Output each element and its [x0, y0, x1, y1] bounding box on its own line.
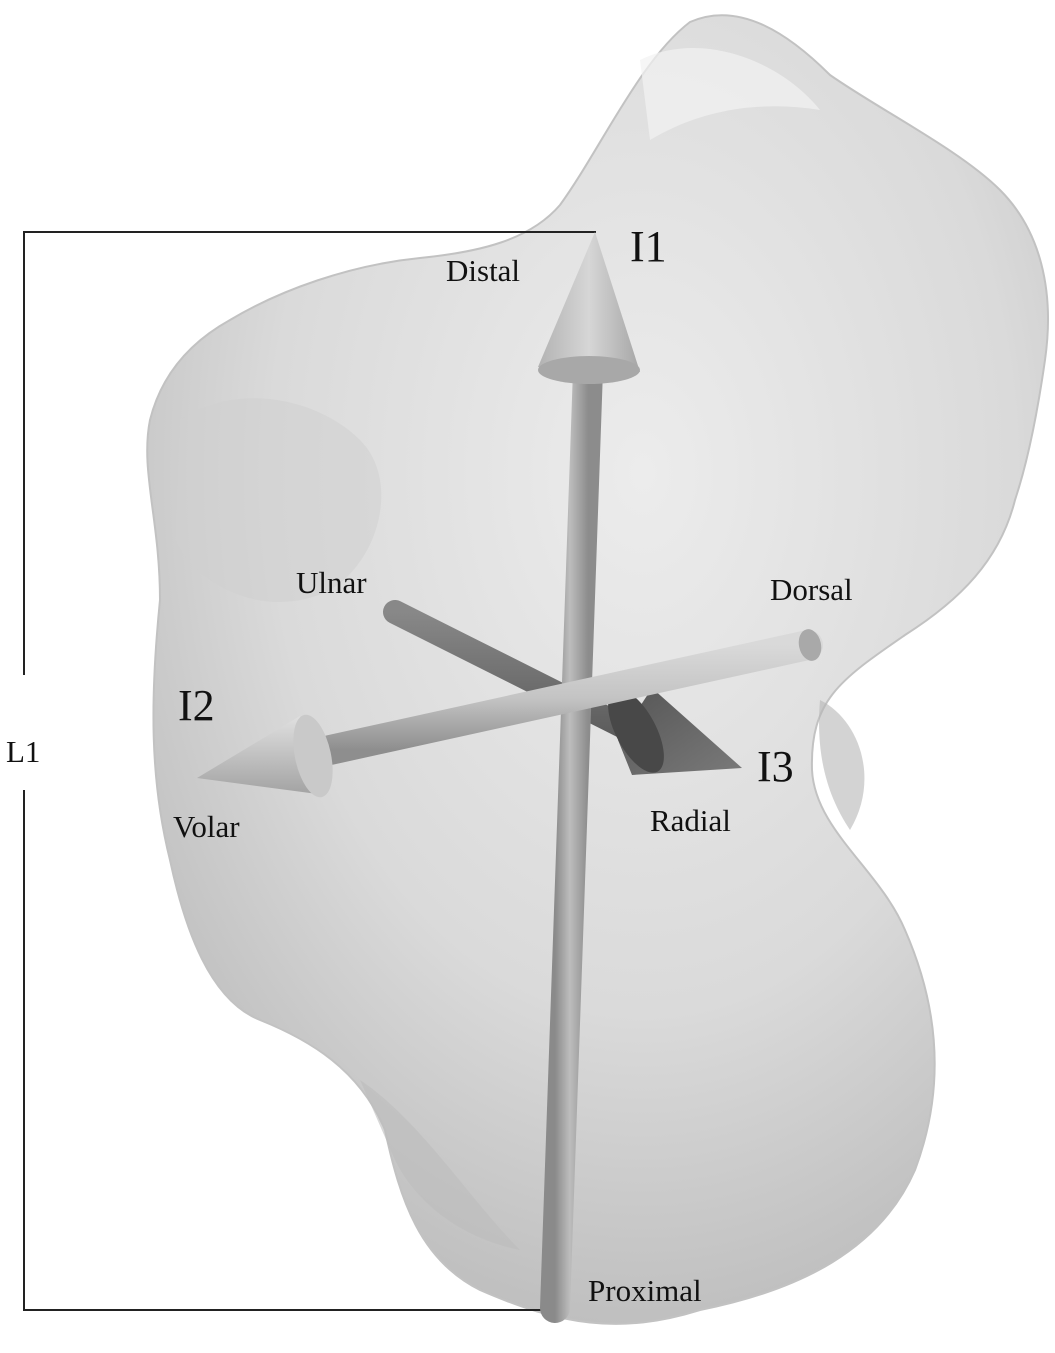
volar-label: Volar	[173, 811, 240, 842]
proximal-label: Proximal	[588, 1275, 702, 1306]
i2-axis-label: I2	[178, 684, 215, 728]
bone-shape	[147, 15, 1048, 1324]
dorsal-label: Dorsal	[770, 574, 853, 605]
l1-label: L1	[6, 736, 40, 767]
distal-label: Distal	[446, 255, 520, 286]
radial-label: Radial	[650, 805, 731, 836]
bone-shade-right	[819, 700, 864, 830]
i3-axis-label: I3	[757, 745, 794, 789]
i1-arrowhead-base	[538, 356, 640, 384]
i1-axis-label: I1	[630, 225, 667, 269]
ulnar-label: Ulnar	[296, 567, 367, 598]
